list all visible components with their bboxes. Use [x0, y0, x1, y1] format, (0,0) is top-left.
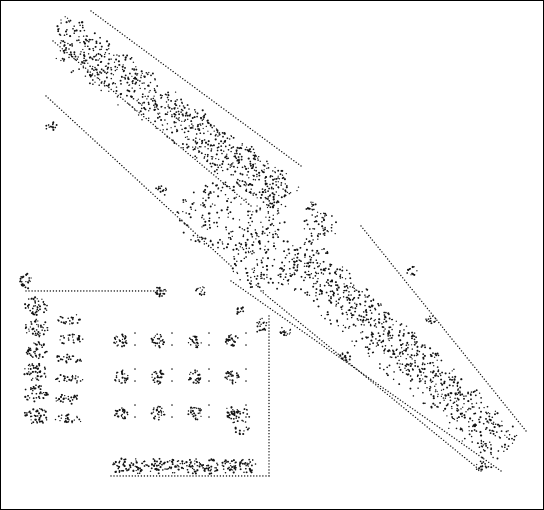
- grid-glyph-cluster: [224, 368, 247, 385]
- grid-glyph-cluster: [187, 332, 210, 349]
- grid-glyph-cluster: [150, 332, 173, 349]
- diagonal-band-upper-left: [45, 10, 302, 267]
- grid-glyph-cluster: [114, 368, 136, 384]
- grid-glyph-cluster: [113, 404, 136, 420]
- center-cluster: [176, 181, 337, 292]
- grid-glyph-cluster: [224, 332, 247, 347]
- scattered-marks: [45, 121, 488, 472]
- grid-glyph-cluster: [113, 332, 136, 348]
- grid-glyph-cluster: [151, 368, 173, 385]
- grid-glyph-cluster: [226, 404, 247, 420]
- grid-glyph-cluster: [187, 404, 210, 421]
- lower-left-grid-block: [19, 272, 270, 477]
- diagonal-band-lower-right: [230, 225, 527, 472]
- grid-glyph-cluster: [150, 404, 173, 421]
- grid-glyph-cluster: [187, 368, 210, 385]
